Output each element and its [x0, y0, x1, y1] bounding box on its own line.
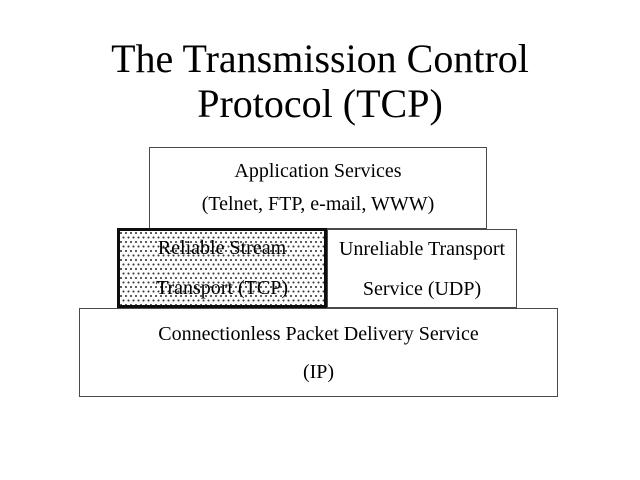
udp-label-line-1: Unreliable Transport — [338, 237, 506, 260]
tcp-box: Reliable Stream Transport (TCP) — [117, 228, 327, 308]
application-services-label-line-1: Application Services — [234, 160, 402, 182]
application-services-box: Application Services (Telnet, FTP, e-mai… — [149, 147, 487, 229]
application-services-label-line-2: (Telnet, FTP, e-mail, WWW) — [201, 193, 435, 215]
ip-box: Connectionless Packet Delivery Service (… — [79, 308, 558, 397]
slide-title-line-2: Protocol (TCP) — [197, 81, 443, 126]
udp-label-line-2: Service (UDP) — [362, 277, 482, 300]
udp-box: Unreliable Transport Service (UDP) — [327, 229, 517, 308]
tcp-label-line-1: Reliable Stream — [157, 237, 287, 259]
slide-title: The Transmission Control Protocol (TCP) — [0, 36, 640, 126]
slide-title-line-1: The Transmission Control — [111, 36, 529, 81]
tcp-label-line-2: Transport (TCP) — [155, 277, 289, 299]
ip-label-line-1: Connectionless Packet Delivery Service — [158, 322, 479, 345]
ip-label-line-2: (IP) — [302, 360, 335, 383]
